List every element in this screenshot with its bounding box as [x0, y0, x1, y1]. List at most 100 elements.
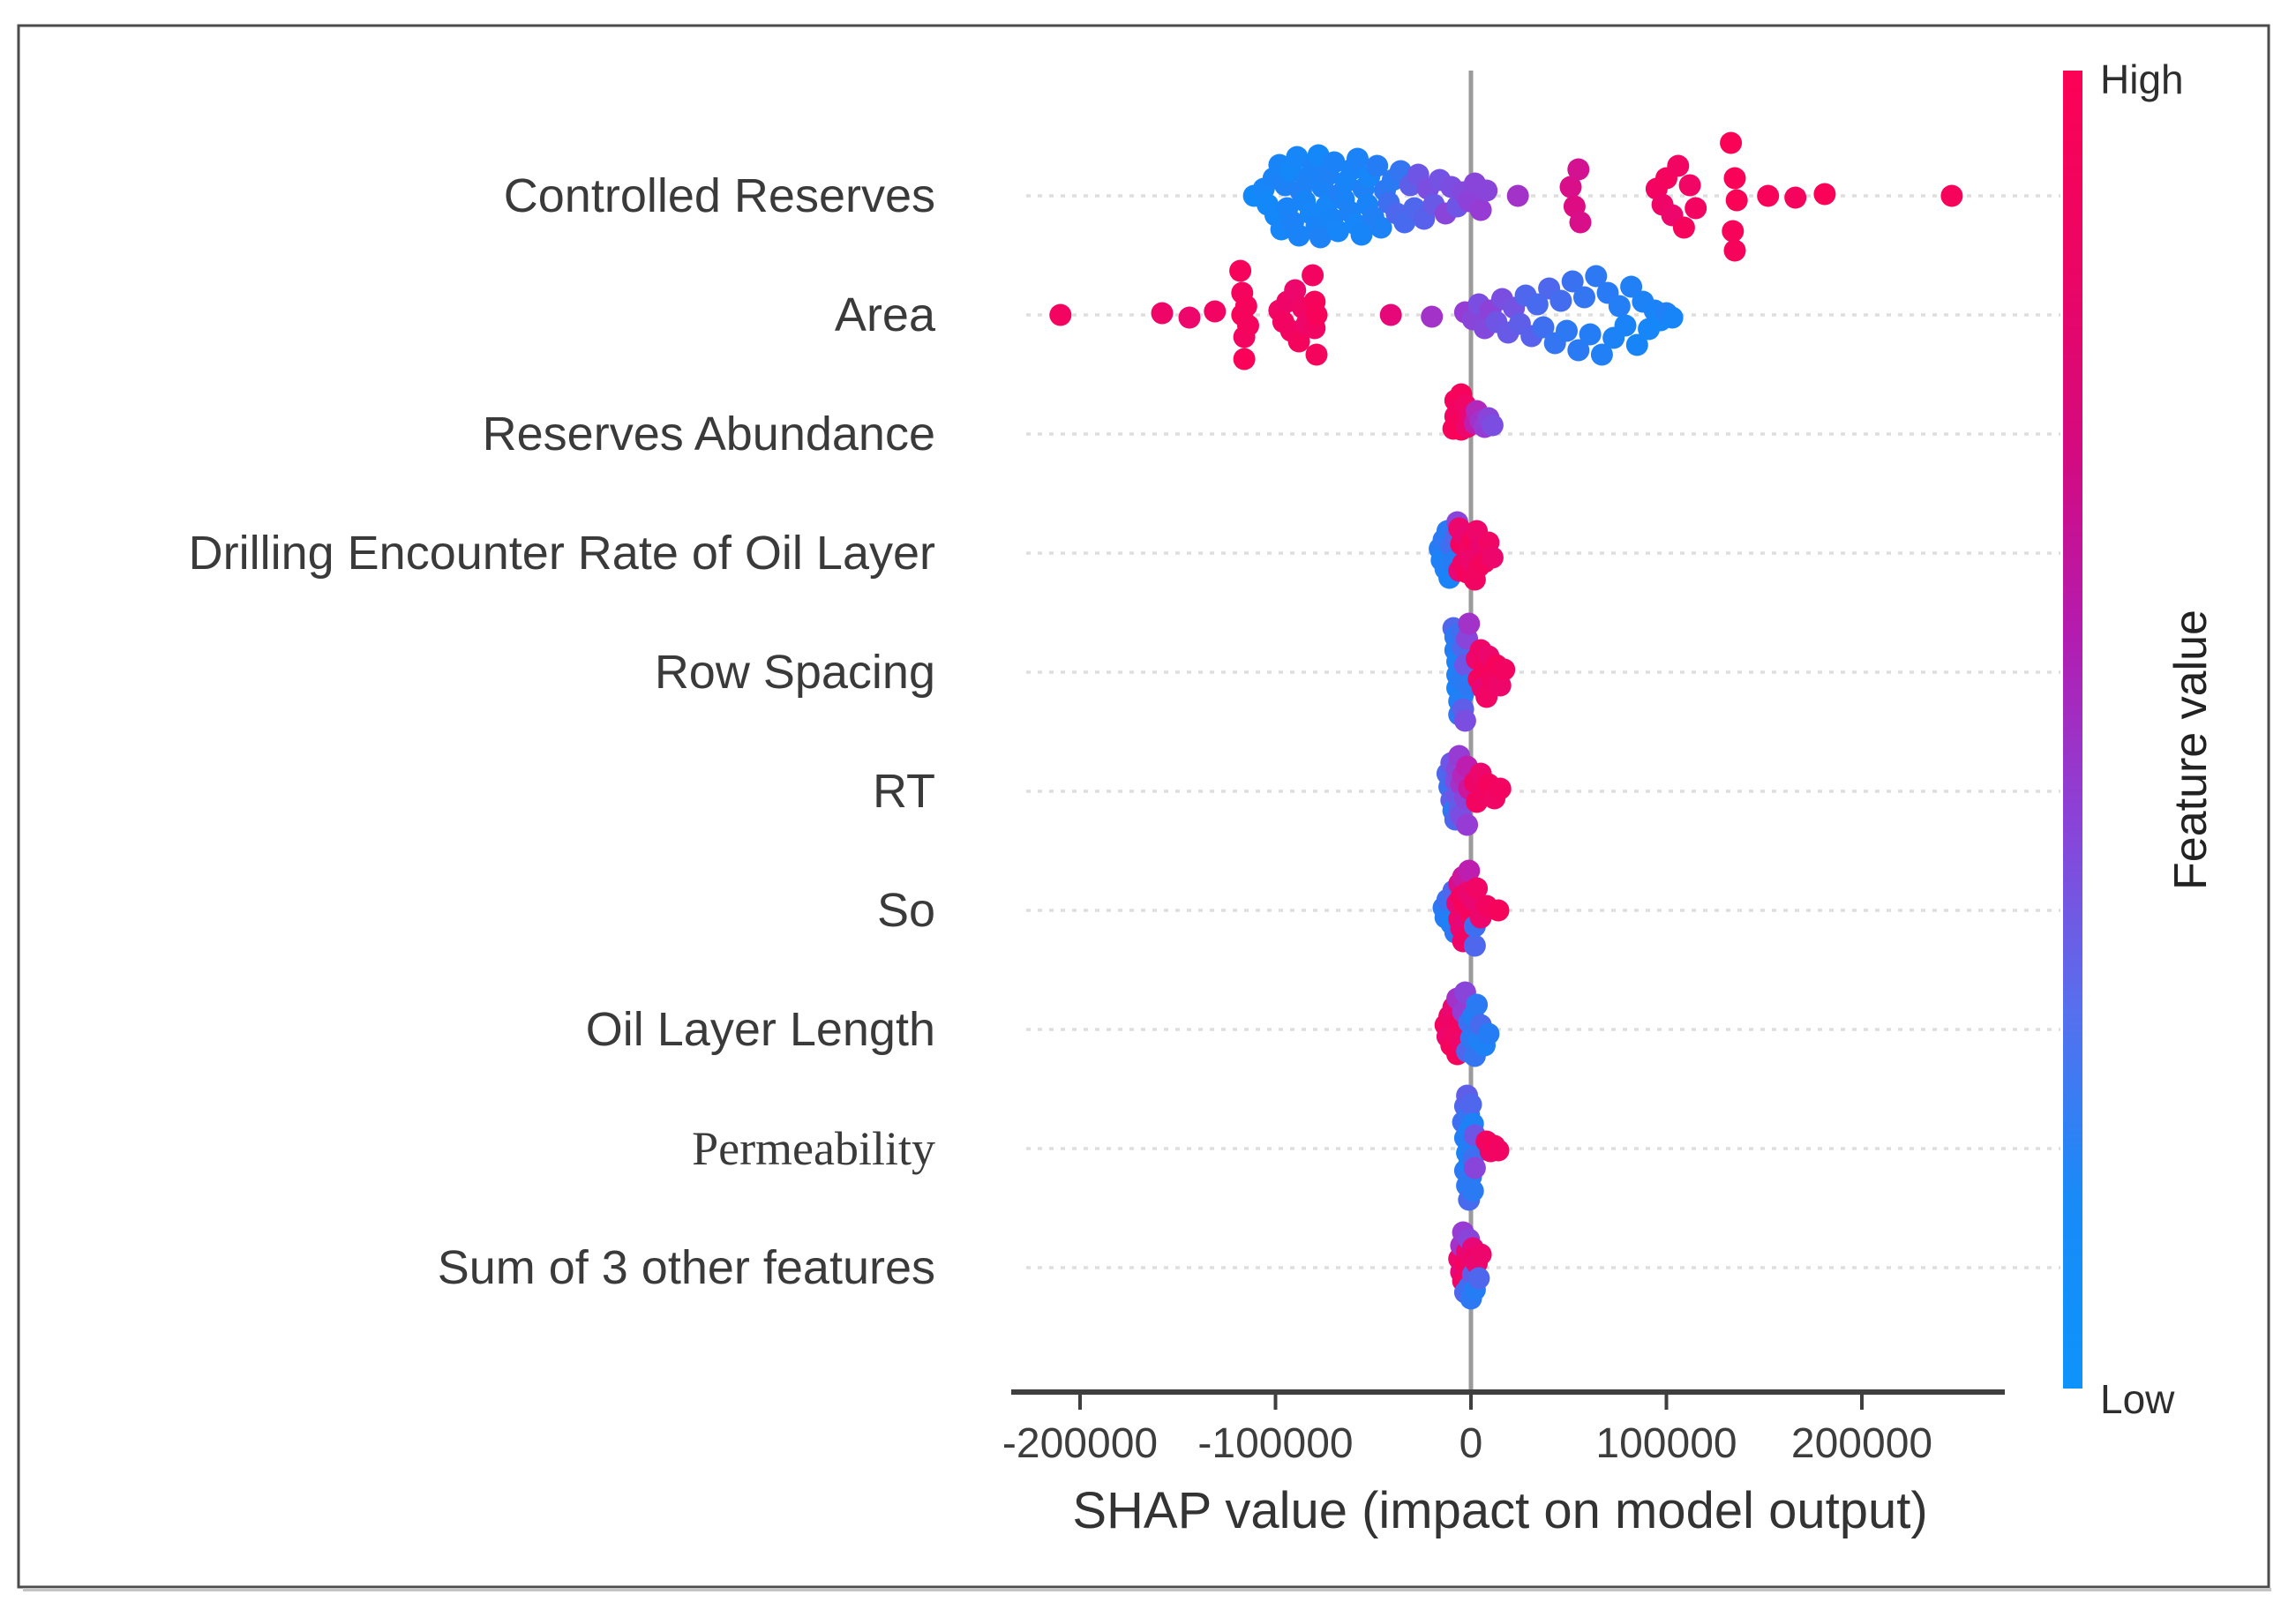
shap-dot: [1489, 777, 1512, 800]
shap-dot: [1569, 211, 1592, 234]
shap-dot: [1614, 314, 1637, 337]
shap-dot: [1453, 709, 1476, 732]
shap-dot: [1459, 1093, 1482, 1116]
shap-dot: [1590, 343, 1613, 366]
feature-label: Drilling Encounter Rate of Oil Layer: [189, 527, 935, 580]
shap-dot: [1481, 546, 1504, 569]
x-axis-tick-label: 0: [1459, 1420, 1483, 1467]
shap-dot: [1456, 813, 1479, 836]
shap-dot: [1784, 186, 1807, 209]
shap-dot: [1466, 993, 1489, 1016]
shap-dot: [1813, 183, 1836, 206]
shap-dot: [1585, 265, 1608, 288]
shap-dot: [1287, 330, 1310, 353]
feature-label: Row Spacing: [655, 646, 935, 699]
shap-dot: [1672, 216, 1695, 239]
shap-dot: [1463, 1157, 1486, 1179]
shap-dot: [1526, 293, 1549, 316]
figure-border: [17, 24, 2270, 1589]
x-axis-tick-label: 200000: [1791, 1420, 1932, 1467]
shap-dot: [1458, 612, 1481, 635]
shap-dot: [1369, 216, 1392, 239]
shap-dot: [1229, 259, 1252, 282]
shap-dot: [1379, 303, 1402, 326]
shap-dot: [1667, 154, 1690, 177]
x-axis-tick-label: -200000: [1002, 1420, 1158, 1467]
shap-dot: [1237, 314, 1259, 337]
shap-dot: [1461, 1179, 1484, 1202]
x-axis-tick-label: 100000: [1595, 1420, 1737, 1467]
shap-dot: [1323, 151, 1346, 174]
shap-dot: [1305, 303, 1328, 326]
shap-dot: [1286, 146, 1309, 168]
shap-dot: [1350, 223, 1373, 246]
feature-label: RT: [873, 765, 935, 818]
shap-dot: [1723, 167, 1746, 190]
shap-dot: [1309, 226, 1332, 249]
shap-dot: [1178, 306, 1201, 329]
shap-dot: [1625, 333, 1648, 356]
shap-dot: [1466, 877, 1489, 900]
shap-dot: [1573, 286, 1595, 309]
feature-label: Permeability: [692, 1122, 935, 1175]
feature-label: Oil Layer Length: [586, 1003, 935, 1056]
x-axis: -200000 -100000 0 100000 200000: [1002, 1389, 2005, 1467]
shap-dot: [1475, 179, 1498, 202]
shap-dot: [1567, 339, 1590, 362]
row-gridlines: [1026, 194, 2060, 1269]
shap-dot: [1469, 198, 1492, 221]
shap-dot: [1204, 300, 1227, 323]
shap-dot: [1579, 323, 1602, 346]
shap-dot: [1493, 658, 1516, 681]
shap-dot: [1620, 275, 1643, 298]
feature-label: Reserves Abundance: [483, 408, 935, 460]
shap-dot: [1481, 414, 1504, 437]
shap-dot: [1506, 184, 1529, 207]
shap-dot: [1684, 197, 1707, 220]
shap-dot: [1725, 189, 1748, 212]
colorbar-axis-label: Feature value: [2165, 610, 2217, 890]
shap-dot: [1151, 302, 1174, 325]
shap-dot: [1556, 319, 1578, 342]
shap-dot: [1463, 934, 1486, 957]
shap-dot: [1487, 1139, 1510, 1162]
shap-dot: [1532, 316, 1555, 339]
shap-dot: [1567, 158, 1590, 181]
shap-points: [1049, 131, 1963, 1310]
x-axis-title: SHAP value (impact on model output): [1072, 1482, 1927, 1539]
shap-dot: [1234, 295, 1257, 318]
colorbar-high-label: High: [2100, 56, 2184, 102]
shap-dot: [1305, 343, 1328, 366]
shap-dot: [1661, 306, 1684, 329]
shap-dot: [1366, 154, 1389, 177]
shap-dot: [1284, 279, 1307, 302]
colorbar-gradient: [2063, 71, 2082, 1389]
shap-dot: [1469, 1243, 1492, 1266]
shap-dot: [1326, 220, 1349, 243]
shap-dot: [1723, 239, 1746, 262]
feature-label: Area: [835, 288, 936, 341]
feature-label: Sum of 3 other features: [438, 1241, 935, 1294]
shap-dot: [1720, 131, 1743, 154]
shap-dot: [1678, 174, 1701, 197]
shap-dot: [1347, 147, 1369, 170]
shap-dot: [1559, 176, 1582, 198]
shap-dot: [1561, 270, 1584, 293]
shap-dot: [1940, 184, 1963, 207]
shap-dot: [1608, 295, 1631, 318]
shap-dot: [1233, 348, 1256, 371]
feature-label: So: [877, 884, 935, 937]
shap-dot: [1458, 859, 1481, 882]
shap-dot: [1049, 303, 1072, 326]
shap-dot: [1421, 305, 1444, 328]
colorbar-low-label: Low: [2100, 1376, 2175, 1422]
x-axis-tick-label: -100000: [1197, 1420, 1353, 1467]
shap-dot: [1302, 264, 1324, 287]
shap-dot: [1477, 1022, 1500, 1045]
shap-dot: [1487, 899, 1510, 922]
shap-dot: [1467, 1267, 1490, 1290]
shap-dot: [1287, 224, 1310, 247]
shap-dot: [1549, 289, 1572, 312]
